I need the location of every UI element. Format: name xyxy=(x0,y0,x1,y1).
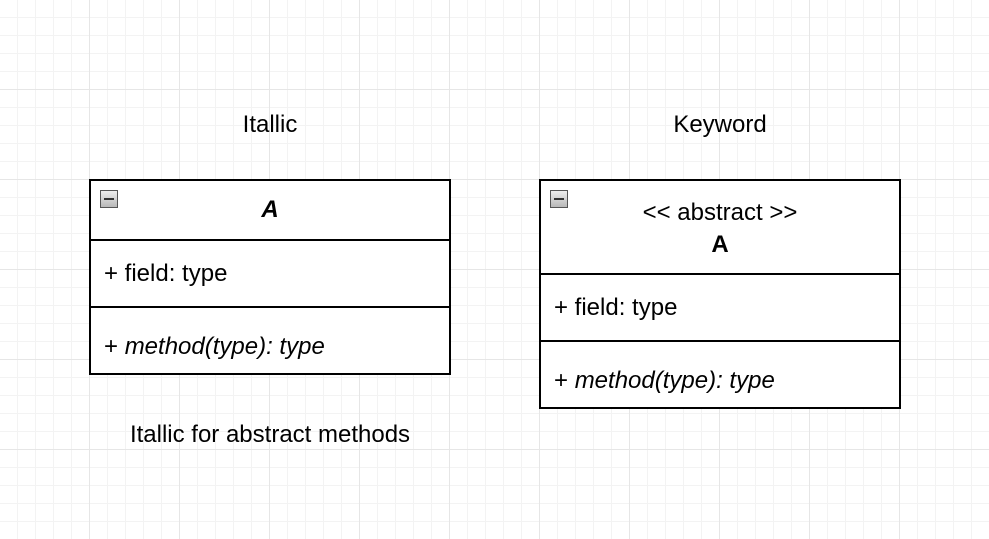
collapse-icon[interactable] xyxy=(550,190,568,208)
attributes-section-keyword[interactable]: + field: type xyxy=(541,275,899,342)
italic-note: Itallic for abstract methods xyxy=(129,421,411,448)
operations-section-keyword[interactable]: + method(type): type xyxy=(541,342,899,407)
collapse-icon[interactable] xyxy=(100,190,118,208)
italic-caption: Itallic xyxy=(242,111,298,138)
method-entry: method(type): type xyxy=(124,332,325,360)
keyword-caption: Keyword xyxy=(673,111,767,138)
field-entry: + field: type xyxy=(554,293,678,321)
class-header-italic[interactable]: A xyxy=(91,181,449,241)
class-box-keyword[interactable]: << abstract >> A + field: type + method(… xyxy=(539,179,901,409)
stereotype-label: << abstract >> xyxy=(642,199,798,226)
attributes-section-italic[interactable]: + field: type xyxy=(91,241,449,308)
class-box-italic[interactable]: A + field: type + method(type): type xyxy=(89,179,451,375)
class-name-italic: A xyxy=(261,196,279,223)
class-name-keyword: A xyxy=(711,231,729,258)
method-entry: method(type): type xyxy=(574,366,775,394)
method-prefix: + xyxy=(554,366,575,394)
method-prefix: + xyxy=(104,332,125,360)
class-header-keyword[interactable]: << abstract >> A xyxy=(541,181,899,275)
operations-section-italic[interactable]: + method(type): type xyxy=(91,308,449,373)
field-entry: + field: type xyxy=(104,259,228,287)
